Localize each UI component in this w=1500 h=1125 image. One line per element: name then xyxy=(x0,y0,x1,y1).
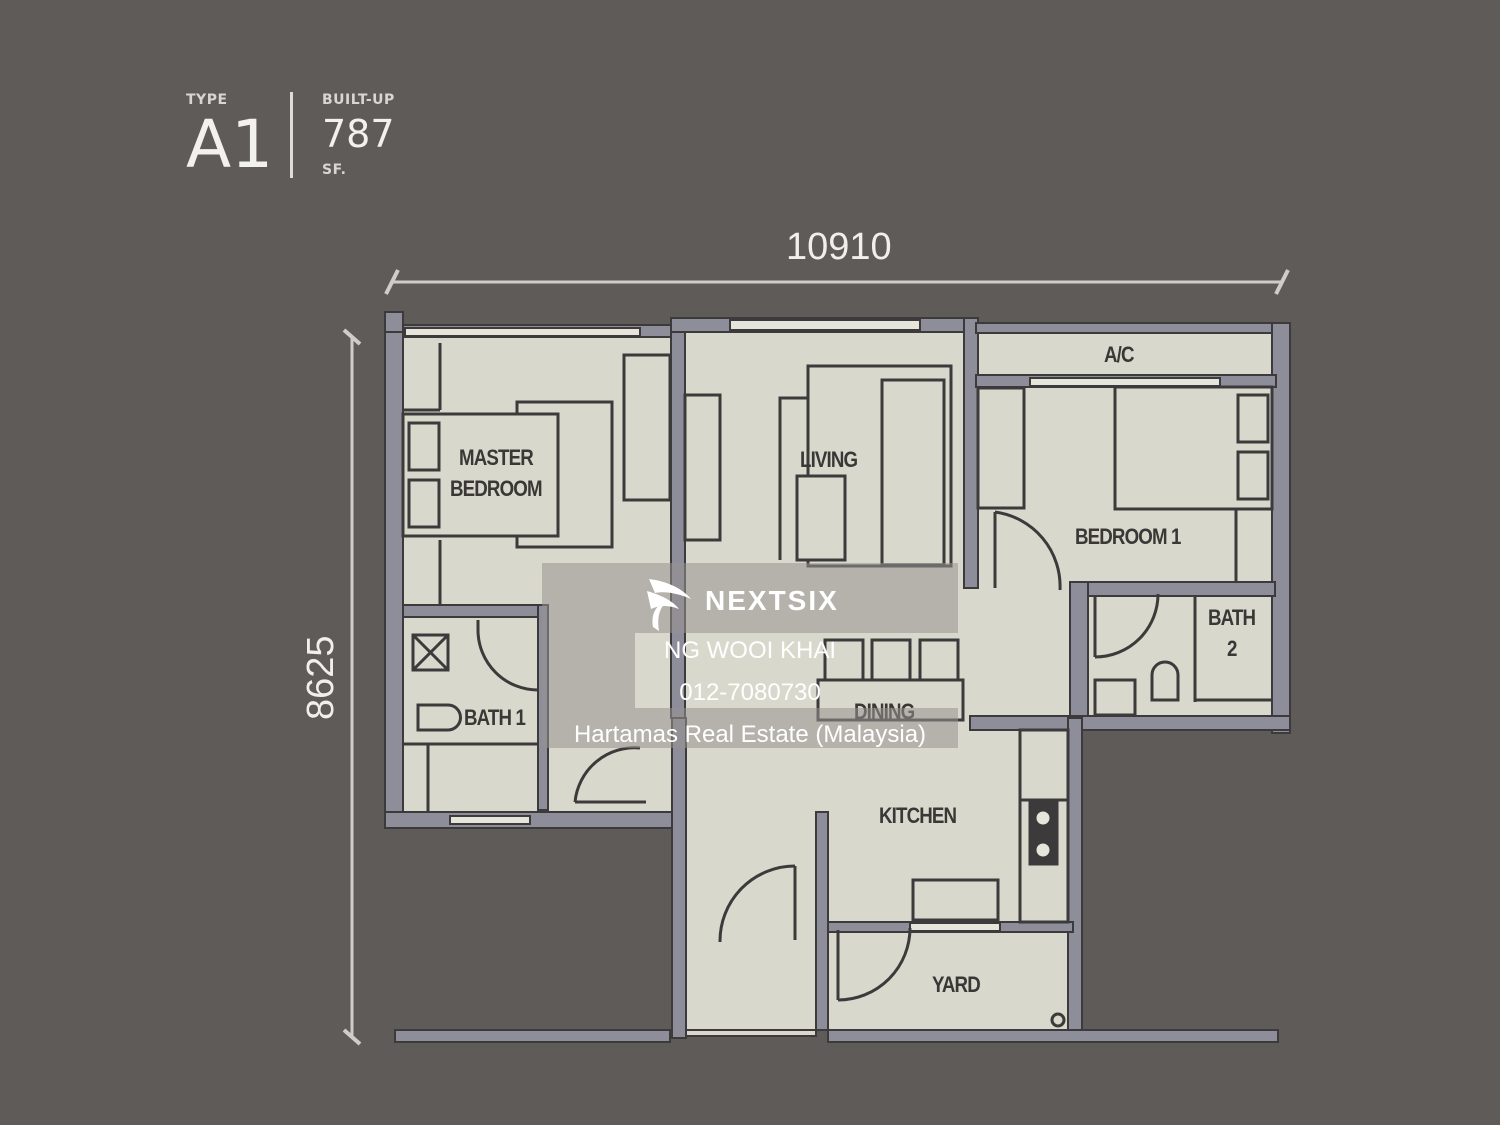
room-bedroom1-label: BEDROOM 1 xyxy=(1075,524,1181,549)
width-dimension: 10910 xyxy=(786,226,892,268)
watermark-backdrop-top xyxy=(542,563,958,633)
door-swings xyxy=(476,510,1160,1002)
builtup-unit: SF. xyxy=(322,162,347,178)
dimension-lines xyxy=(342,269,1290,1046)
type-label: TYPE xyxy=(186,92,228,108)
watermark-backdrop-left xyxy=(542,633,635,708)
type-value: A1 xyxy=(186,106,274,183)
header-divider xyxy=(290,92,293,178)
room-ac-label: A/C xyxy=(1104,342,1135,367)
watermark-brand: NEXTSIX xyxy=(705,585,839,616)
master-bedroom-label-1: MASTER xyxy=(459,445,534,470)
furniture xyxy=(401,343,1274,1028)
room-bath2-label-1: BATH xyxy=(1208,605,1256,630)
master-bedroom-label-2: BEDROOM xyxy=(450,476,543,501)
room-master-bedroom: MASTER xyxy=(459,443,534,473)
builtup-value: 787 xyxy=(322,112,395,156)
nextsix-logo-icon xyxy=(647,579,691,631)
watermark-phone: 012-7080730 xyxy=(679,679,821,706)
watermark-agent-name: NG WOOI KHAI xyxy=(663,637,836,664)
room-bath1-label: BATH 1 xyxy=(464,705,526,730)
watermark-backdrop-bottom xyxy=(542,708,958,748)
watermark-agency: Hartamas Real Estate (Malaysia) xyxy=(573,721,927,748)
room-yard-label: YARD xyxy=(932,972,981,997)
room-master-bedroom-2: BEDROOM xyxy=(450,474,543,504)
room-kitchen-label: KITCHEN xyxy=(879,803,957,828)
builtup-label: BUILT-UP xyxy=(322,92,395,108)
depth-dimension: 8625 xyxy=(300,635,342,720)
room-bath2-label-2: 2 xyxy=(1227,636,1237,661)
walls xyxy=(384,311,1291,1043)
room-living-label: LIVING xyxy=(800,447,858,472)
